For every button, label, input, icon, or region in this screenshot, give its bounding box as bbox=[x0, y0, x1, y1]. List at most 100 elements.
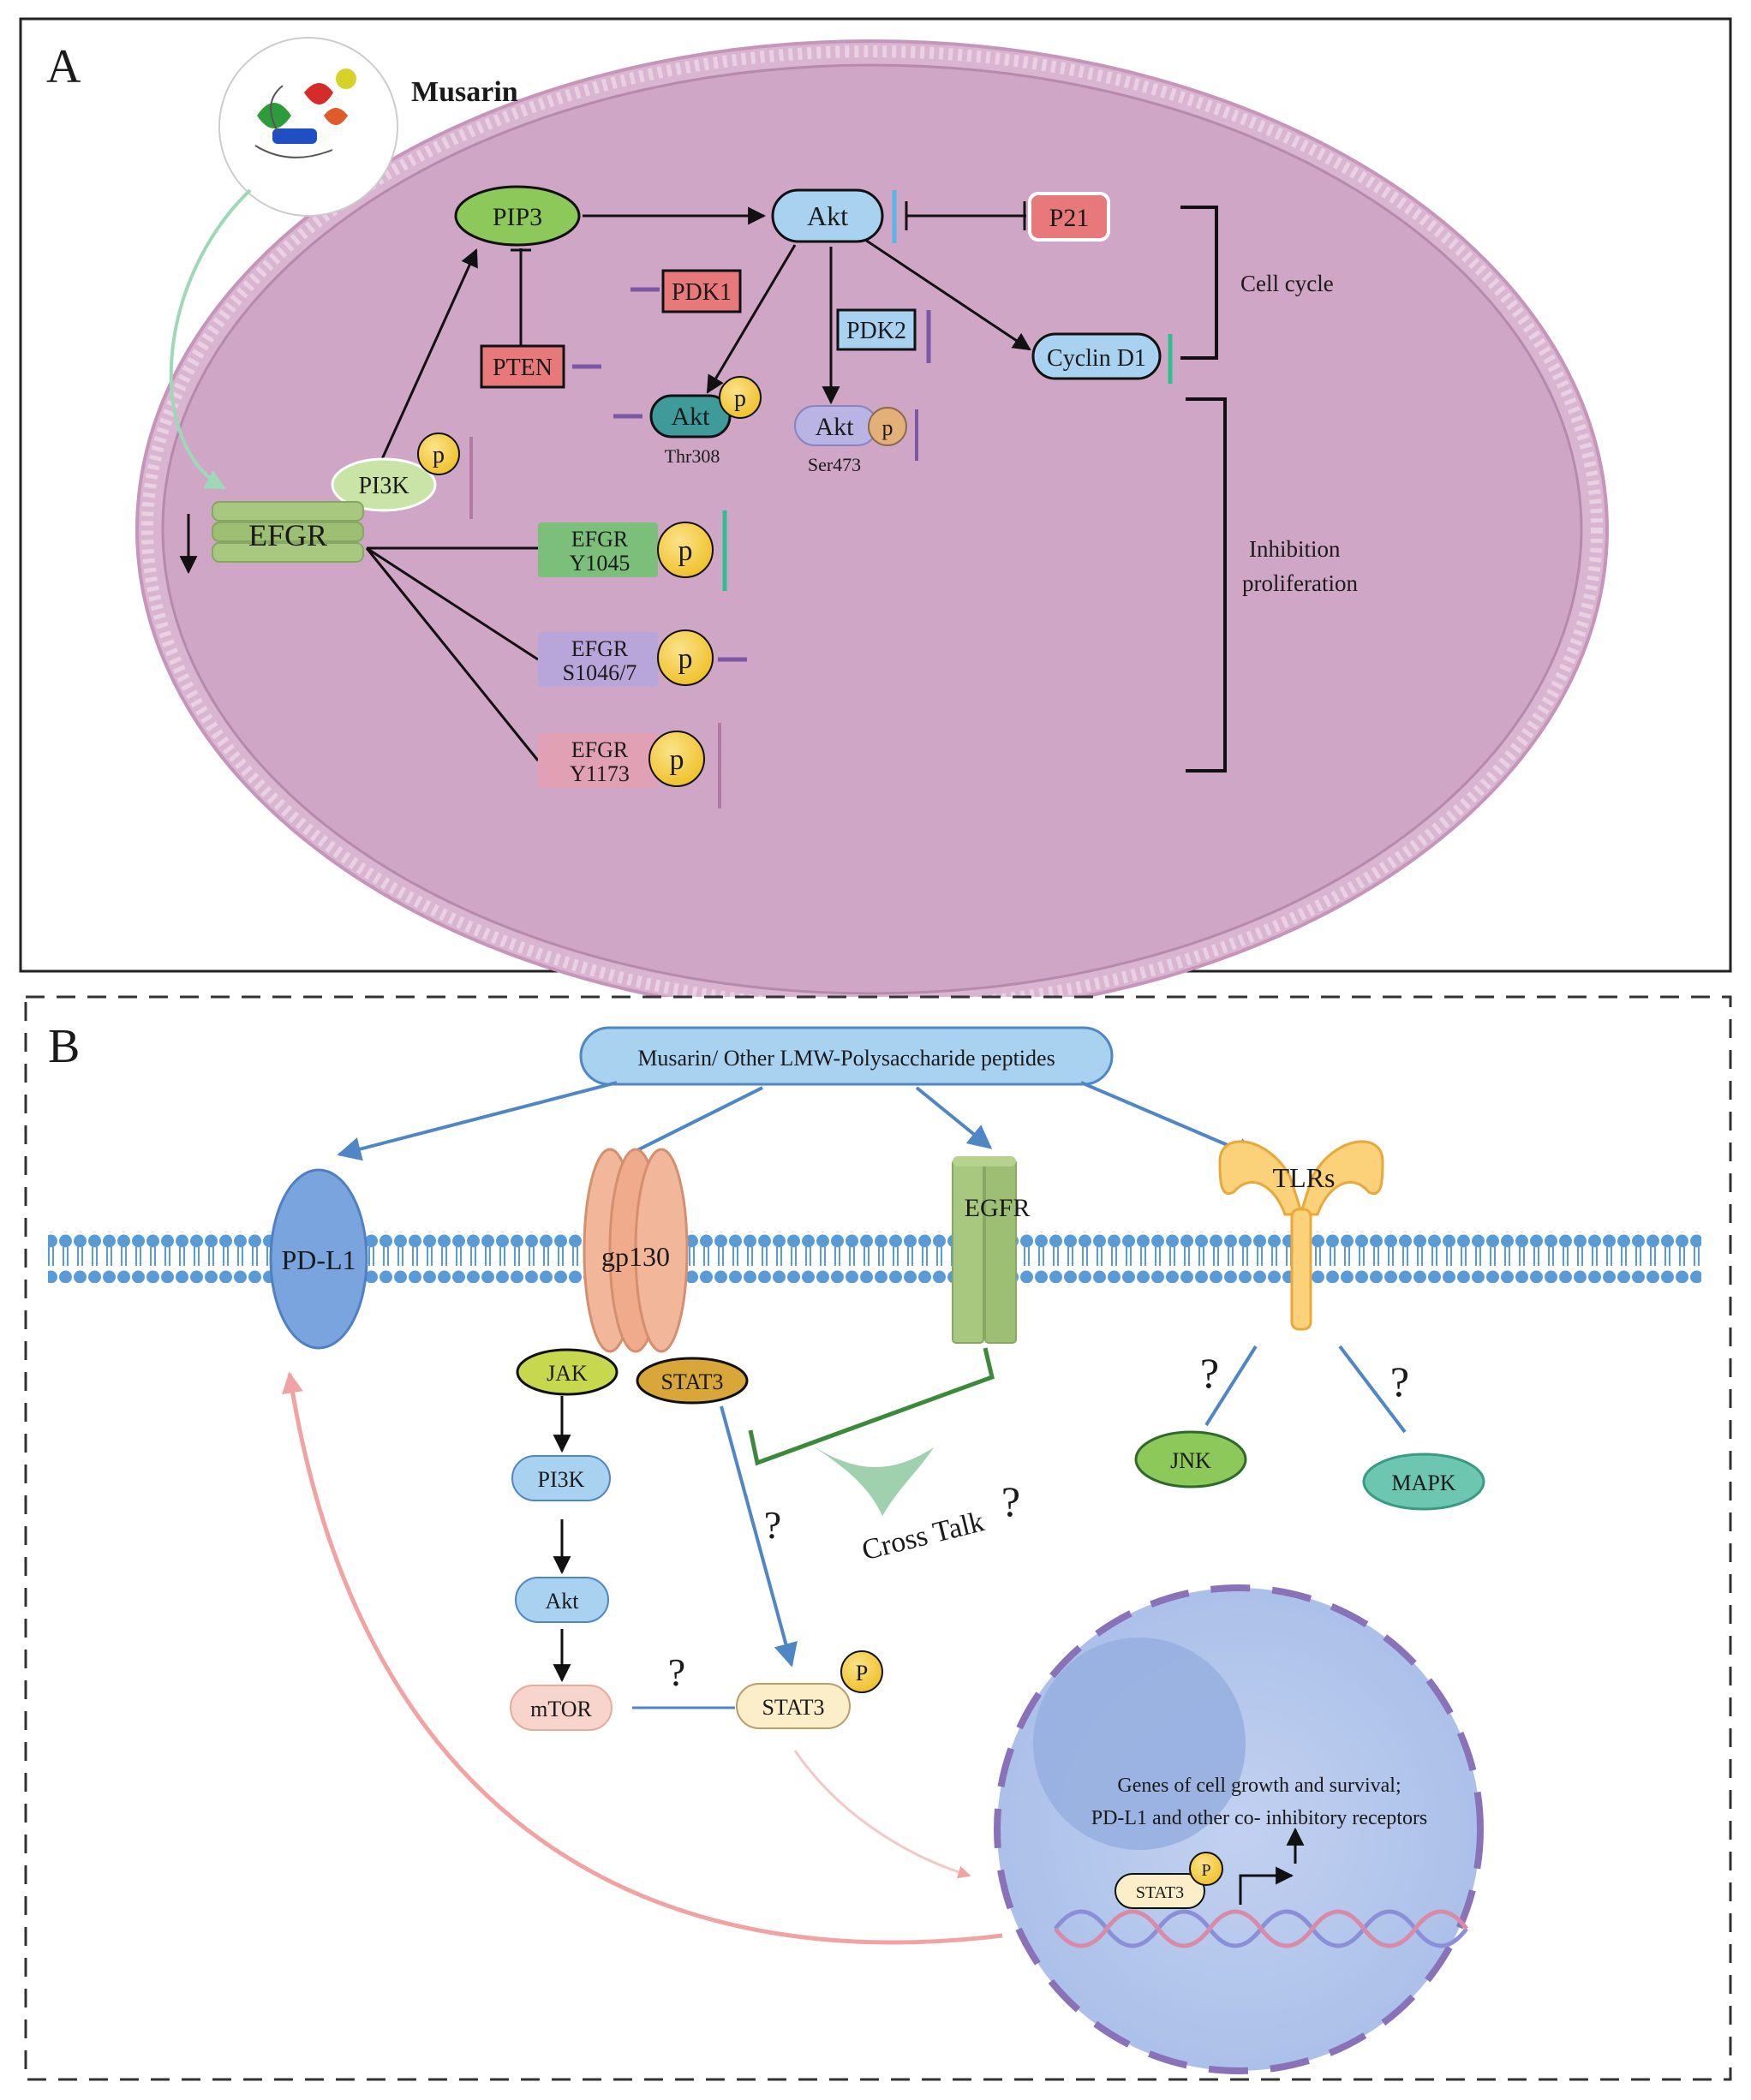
efgr-s1046-phospho bbox=[657, 629, 714, 686]
jnk-question: ? bbox=[1200, 1349, 1219, 1397]
mtor-node bbox=[510, 1685, 613, 1731]
pip3-node bbox=[454, 185, 581, 247]
pi3k-phospho bbox=[417, 433, 460, 475]
mapk-question: ? bbox=[1390, 1357, 1409, 1405]
efgr-to-y1173 bbox=[365, 547, 540, 761]
dna-strand-2 bbox=[1054, 1909, 1468, 1948]
musarin-peptides-node bbox=[579, 1026, 1114, 1086]
efgr-y1173-label-2: Y1173 bbox=[570, 761, 630, 786]
transcription-start-arrow bbox=[1239, 1866, 1294, 1905]
genes-label-2: PD-L1 and other co- inhibitory receptors bbox=[1091, 1807, 1428, 1829]
jnk-node bbox=[1134, 1430, 1247, 1488]
akt-ser473-label: Akt bbox=[816, 413, 855, 441]
cell-cycle-label: Cell cycle bbox=[1240, 271, 1334, 296]
stat3-phospho-label: STAT3 bbox=[762, 1695, 824, 1720]
efgr-y1173-node bbox=[538, 733, 658, 788]
efgr-y1173-label-1: EFGR bbox=[571, 737, 629, 762]
stat3-node bbox=[636, 1357, 749, 1405]
mapk-label: MAPK bbox=[1391, 1471, 1455, 1495]
stat3-to-stat3p-arrow bbox=[720, 1405, 798, 1667]
pi3k-to-pip3-arrow bbox=[380, 248, 478, 460]
efgr-y1045-node bbox=[538, 522, 658, 577]
pi3k-label: PI3K bbox=[358, 473, 409, 499]
akt-to-cyclin-arrow bbox=[864, 238, 1031, 351]
akt-to-akt-thr308-arrow bbox=[706, 244, 797, 394]
cell-cycle-bracket bbox=[1180, 206, 1218, 360]
p21-node bbox=[1028, 192, 1110, 242]
panel-b: B Musarin/ Other LMW-Polysaccharide pept… bbox=[24, 995, 1732, 2081]
stat3-phospho-p: P bbox=[856, 1661, 868, 1685]
panel-a-letter: A bbox=[46, 40, 81, 93]
egfr-label: EGFR bbox=[965, 1194, 1031, 1222]
akt-ser473-phospho bbox=[868, 407, 907, 446]
nucleus-stat3-phospho bbox=[1189, 1852, 1223, 1886]
inhibition-label-2: proliferation bbox=[1242, 570, 1358, 596]
jnk-label: JNK bbox=[1170, 1448, 1211, 1473]
akt-node bbox=[771, 188, 884, 243]
pdk1-node bbox=[661, 269, 742, 313]
jak-label: JAK bbox=[547, 1361, 588, 1386]
akt-thr308-phospho bbox=[719, 376, 762, 419]
musarin-to-efgr-arrow bbox=[169, 188, 252, 490]
efgr-to-s1046 bbox=[366, 546, 539, 661]
peptides-to-gp130-arrow bbox=[631, 1086, 763, 1154]
tlrs-to-mapk-line bbox=[1338, 1345, 1407, 1434]
jak-node bbox=[516, 1348, 619, 1396]
akt-node bbox=[515, 1577, 609, 1623]
inhibition-label-1: Inhibition bbox=[1249, 536, 1341, 562]
gp130-label: gp130 bbox=[601, 1241, 670, 1272]
stat3-question: ? bbox=[764, 1503, 781, 1547]
nucleus-stat3-label: STAT3 bbox=[1136, 1883, 1184, 1902]
cross-talk-arrow-icon bbox=[812, 1446, 934, 1516]
nucleus-stat3-node bbox=[1115, 1873, 1205, 1909]
akt-label: Akt bbox=[807, 200, 848, 231]
nucleolus bbox=[1033, 1638, 1246, 1850]
nucleus-to-pdl1-arrow bbox=[282, 1371, 1003, 1945]
efgr-s1046-label-1: EFGR bbox=[571, 636, 629, 661]
stat3-phospho-circle bbox=[840, 1650, 883, 1693]
cyclin-d1-node bbox=[1031, 332, 1162, 380]
musarin-label: Musarin bbox=[411, 76, 518, 108]
akt-thr308-phospho-label: p bbox=[734, 385, 746, 412]
efgr-receptor bbox=[212, 501, 364, 563]
musarin-peptides-label: Musarin/ Other LMW-Polysaccharide peptid… bbox=[637, 1046, 1055, 1071]
pi3k-node bbox=[331, 457, 437, 512]
p21-label: P21 bbox=[1049, 204, 1090, 232]
peptides-to-pdl1-arrow bbox=[337, 1081, 618, 1161]
mtor-label: mTOR bbox=[530, 1697, 592, 1721]
cyclin-d1-label: Cyclin D1 bbox=[1047, 345, 1146, 372]
musarin-protein-circle bbox=[218, 37, 398, 217]
panel-b-letter: B bbox=[48, 1020, 80, 1073]
efgr-y1045-label-1: EFGR bbox=[571, 527, 629, 552]
egfr-receptor bbox=[952, 1156, 1017, 1344]
pdk1-label: PDK1 bbox=[672, 279, 732, 306]
gp130-receptor bbox=[583, 1148, 689, 1353]
nucleus-stat3-phospho-label: P bbox=[1201, 1861, 1210, 1880]
inhibition-bracket bbox=[1186, 397, 1227, 773]
stat3-label: STAT3 bbox=[660, 1369, 723, 1394]
akt-ser473-phospho-label: p bbox=[882, 415, 893, 440]
stat3p-to-nucleus-arrow bbox=[793, 1750, 971, 1879]
tlrs-to-jnk-line bbox=[1204, 1345, 1258, 1427]
efgr-y1045-phospho bbox=[657, 522, 714, 578]
cross-talk-question: ? bbox=[1001, 1477, 1020, 1525]
tlrs-receptor bbox=[1218, 1140, 1384, 1331]
pi3k-phospho-label: p bbox=[433, 442, 445, 468]
panel-a: A Musarin bbox=[19, 17, 1732, 1019]
musarin-protein-icon bbox=[254, 69, 356, 158]
efgr-y1173-phospho bbox=[648, 731, 705, 787]
tlrs-label: TLRs bbox=[1273, 1162, 1336, 1193]
efgr-s1046-phospho-label: p bbox=[678, 643, 693, 675]
efgr-y1045-phospho-label: p bbox=[678, 535, 693, 567]
mtor-stat3-question: ? bbox=[668, 1650, 685, 1694]
pi3k-label: PI3K bbox=[538, 1467, 585, 1492]
efgr-y1045-label-2: Y1045 bbox=[570, 551, 630, 576]
mapk-node bbox=[1362, 1453, 1485, 1511]
pdl1-receptor bbox=[269, 1168, 368, 1350]
thr308-label: Thr308 bbox=[665, 445, 720, 467]
efgr-y1173-phospho-label: p bbox=[670, 744, 684, 776]
pi3k-node bbox=[511, 1455, 611, 1501]
nucleus bbox=[994, 1584, 1484, 2074]
pdk2-label: PDK2 bbox=[846, 318, 906, 344]
